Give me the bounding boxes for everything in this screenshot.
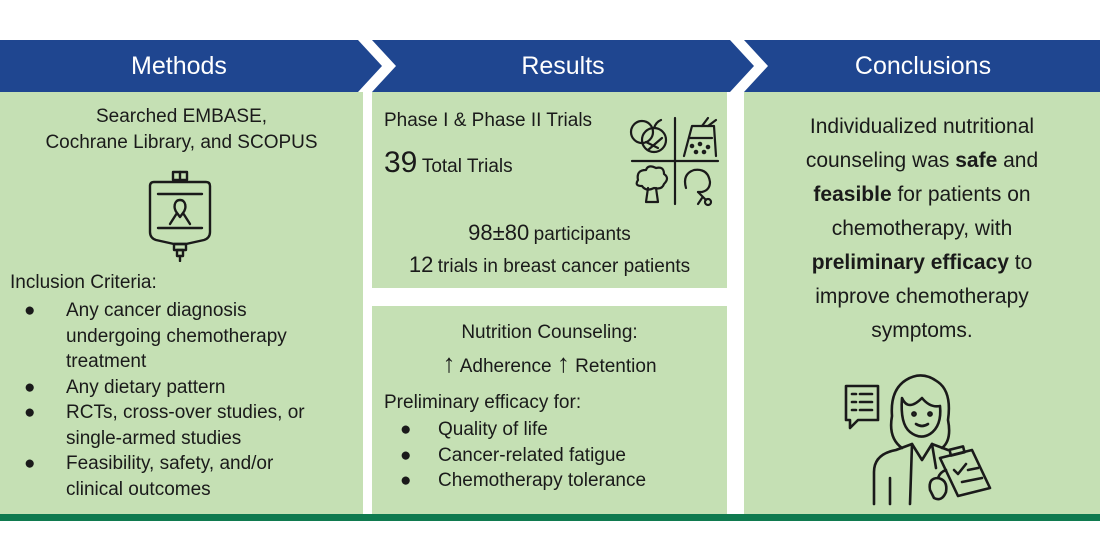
iv-bag-ribbon-icon <box>148 170 212 262</box>
adherence-retention: ↑ Adherence ↑ Retention <box>372 348 727 379</box>
efficacy-item: ●Cancer-related fatigue <box>400 444 626 466</box>
up-arrow-icon: ↑ <box>442 348 456 378</box>
participants-text: 98±80 participants <box>372 220 727 246</box>
total-trials-label: Total Trials <box>421 156 513 177</box>
up-arrow-icon: ↑ <box>556 348 570 378</box>
efficacy-list: ●Quality of life ●Cancer-related fatigue… <box>400 417 720 494</box>
adherence-label: Adherence <box>459 356 552 377</box>
bottom-divider <box>0 514 1100 521</box>
participants-number: 98±80 <box>468 220 530 245</box>
efficacy-title: Preliminary efficacy for: <box>384 392 582 413</box>
search-line-1: Searched EMBASE, <box>95 106 268 127</box>
conclusions-header: Conclusions <box>854 52 992 80</box>
methods-chevron <box>0 40 382 92</box>
header-banner <box>0 40 1100 92</box>
retention-label: Retention <box>575 356 657 377</box>
breast-trials-label: trials in breast cancer patients <box>437 256 691 277</box>
criteria-item: ● Any cancer diagnosis undergoing chemot… <box>24 300 287 372</box>
results-counseling-panel: Nutrition Counseling: ↑ Adherence ↑ Rete… <box>372 306 727 514</box>
results-chevron <box>372 40 754 92</box>
methods-header: Methods <box>131 52 227 80</box>
total-trials: 39 Total Trials <box>384 146 513 180</box>
results-header: Results <box>521 52 605 80</box>
search-line-2: Cochrane Library, and SCOPUS <box>45 132 318 153</box>
efficacy-item: ●Quality of life <box>400 419 548 440</box>
counseling-title: Nutrition Counseling: <box>461 322 638 343</box>
breast-trials-number: 12 <box>408 252 434 277</box>
criteria-item: ● RCTs, cross-over studies, or single-ar… <box>24 402 305 449</box>
criteria-item: ● Feasibility, safety, and/or clinical o… <box>24 453 274 500</box>
phase-text: Phase I & Phase II Trials <box>384 110 593 131</box>
conclusions-panel: Individualized nutritional counseling wa… <box>744 92 1100 514</box>
criteria-title: Inclusion Criteria: <box>10 272 157 293</box>
food-groups-icon <box>629 116 720 207</box>
criteria-item: ● Any dietary pattern <box>24 376 226 398</box>
conclusions-chevron <box>744 40 1100 92</box>
participants-label: participants <box>533 224 631 245</box>
breast-cancer-trials: 12 trials in breast cancer patients <box>372 252 727 278</box>
conclusion-text: Individualized nutritional counseling wa… <box>805 115 1039 342</box>
methods-panel: Searched EMBASE, Cochrane Library, and S… <box>0 92 363 514</box>
dietitian-with-clipboard-icon <box>844 374 992 506</box>
criteria-list: ● Any cancer diagnosis undergoing chemot… <box>24 298 359 502</box>
efficacy-item: ●Chemotherapy tolerance <box>400 470 647 491</box>
total-trials-number: 39 <box>384 146 418 179</box>
results-trials-panel: Phase I & Phase II Trials 39 Total Trial… <box>372 92 727 288</box>
